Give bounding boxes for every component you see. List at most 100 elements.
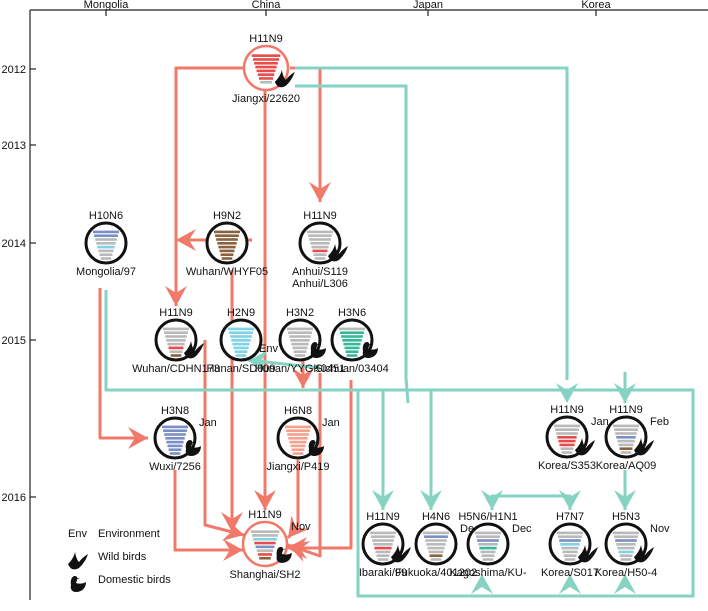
segment-bar <box>215 234 239 237</box>
legend-domestic-bird-icon <box>70 576 86 592</box>
segment-bar <box>482 558 494 561</box>
segment-bar <box>166 339 186 342</box>
arrowhead <box>420 490 442 510</box>
segment-bar <box>164 331 188 334</box>
segment-bar <box>374 546 392 550</box>
arrowhead <box>614 574 636 594</box>
arrow-jiangxi-to-wuhan-cdhn <box>174 66 265 306</box>
arrowhead <box>288 541 311 562</box>
arrow-to-korea-s017 <box>492 494 572 510</box>
segment-bar <box>291 448 305 451</box>
segment-bar <box>219 249 235 253</box>
node-strain-label: Korea/S017 <box>541 567 599 579</box>
segment-bar <box>98 249 114 253</box>
segment-bar <box>229 331 253 334</box>
node-subtype: H7N7 <box>556 511 584 523</box>
legend-wild-bird-icon <box>68 552 88 570</box>
segment-bar <box>555 428 579 431</box>
segment-bar <box>425 539 447 542</box>
node-subtype: H11N9 <box>550 404 583 416</box>
segment-bar <box>475 531 501 535</box>
legend-env-abbr: Env <box>68 528 87 540</box>
segment-bar <box>561 451 573 454</box>
segment-bar <box>165 335 187 338</box>
node-strain-label: Sichuan/03404 <box>315 363 388 375</box>
arrow-wuxi-to-shanghai <box>173 470 243 552</box>
segment-bar <box>231 339 251 342</box>
node-subtype: H5N6/H1N1 <box>458 511 517 523</box>
segment-bar <box>561 546 579 550</box>
segment-bar <box>234 350 248 353</box>
segment-bar <box>235 354 247 357</box>
segment-bar <box>476 535 500 538</box>
segment-bar <box>286 429 310 432</box>
node-subtype: H6N8 <box>284 405 312 417</box>
legend-wild-label: Wild birds <box>98 551 147 563</box>
domestic-bird-icon <box>308 440 324 456</box>
segment-bar <box>557 436 577 439</box>
segment-bar <box>294 354 306 357</box>
segment-bar <box>377 558 389 561</box>
segment-bar <box>313 253 327 256</box>
segment-bar <box>308 234 332 237</box>
segment-bar <box>620 558 632 561</box>
segment-bar <box>169 452 181 455</box>
node-subtype: H11N9 <box>609 404 642 416</box>
segment-bar <box>339 327 365 331</box>
node-subtype: H2N9 <box>227 307 255 319</box>
segment-bar <box>556 432 578 435</box>
domestic-bird-icon <box>185 440 201 456</box>
segment-bar <box>230 335 252 338</box>
arrowhead <box>292 368 314 388</box>
segment-bar <box>480 550 496 554</box>
country-label-china: China <box>252 0 282 11</box>
segment-bar <box>618 550 634 554</box>
segment-bar <box>371 535 395 538</box>
segment-bar <box>290 444 306 448</box>
node-strain-label: Anhui/S119 <box>292 266 348 278</box>
segment-bar <box>310 242 330 245</box>
segment-bar <box>560 543 580 546</box>
segment-bar <box>162 425 188 429</box>
virus-nodes: H11N9Jiangxi/22620H10N6Mongolia/97H9N2Wu… <box>76 33 670 581</box>
segment-bar <box>259 556 271 560</box>
node-strain-label: Anhui/L306 <box>292 278 348 290</box>
segment-bar <box>254 541 276 545</box>
segment-bar <box>554 424 580 428</box>
node-subtype: H11N9 <box>159 307 192 319</box>
segment-bar <box>292 346 308 350</box>
segment-bar <box>99 253 113 256</box>
segment-bar <box>96 242 116 245</box>
node-subtype: H5N3 <box>612 511 640 523</box>
segment-bar <box>253 537 277 541</box>
segment-bar <box>376 554 390 557</box>
segment-bar <box>427 546 445 550</box>
segment-bar <box>430 558 442 561</box>
segment-bar <box>615 539 637 542</box>
segment-bar <box>311 245 329 249</box>
node-subtype: H11N9 <box>249 33 282 45</box>
node-subtype: H11N9 <box>248 509 281 521</box>
segment-bar <box>217 242 237 245</box>
segment-bar <box>250 530 280 533</box>
segment-bar <box>312 249 328 253</box>
node-month: Dec <box>512 523 532 535</box>
segment-bar <box>478 543 498 546</box>
segment-bar <box>167 444 183 448</box>
segment-bar <box>481 554 495 557</box>
segment-bar <box>256 69 276 73</box>
node-subtype: H11N9 <box>366 511 399 523</box>
arrowhead <box>248 350 268 372</box>
segment-bar <box>617 439 635 443</box>
year-label-2012: 2012 <box>2 64 26 76</box>
segment-bar <box>370 531 396 535</box>
arrowhead <box>288 515 309 538</box>
segment-bar <box>426 543 446 546</box>
